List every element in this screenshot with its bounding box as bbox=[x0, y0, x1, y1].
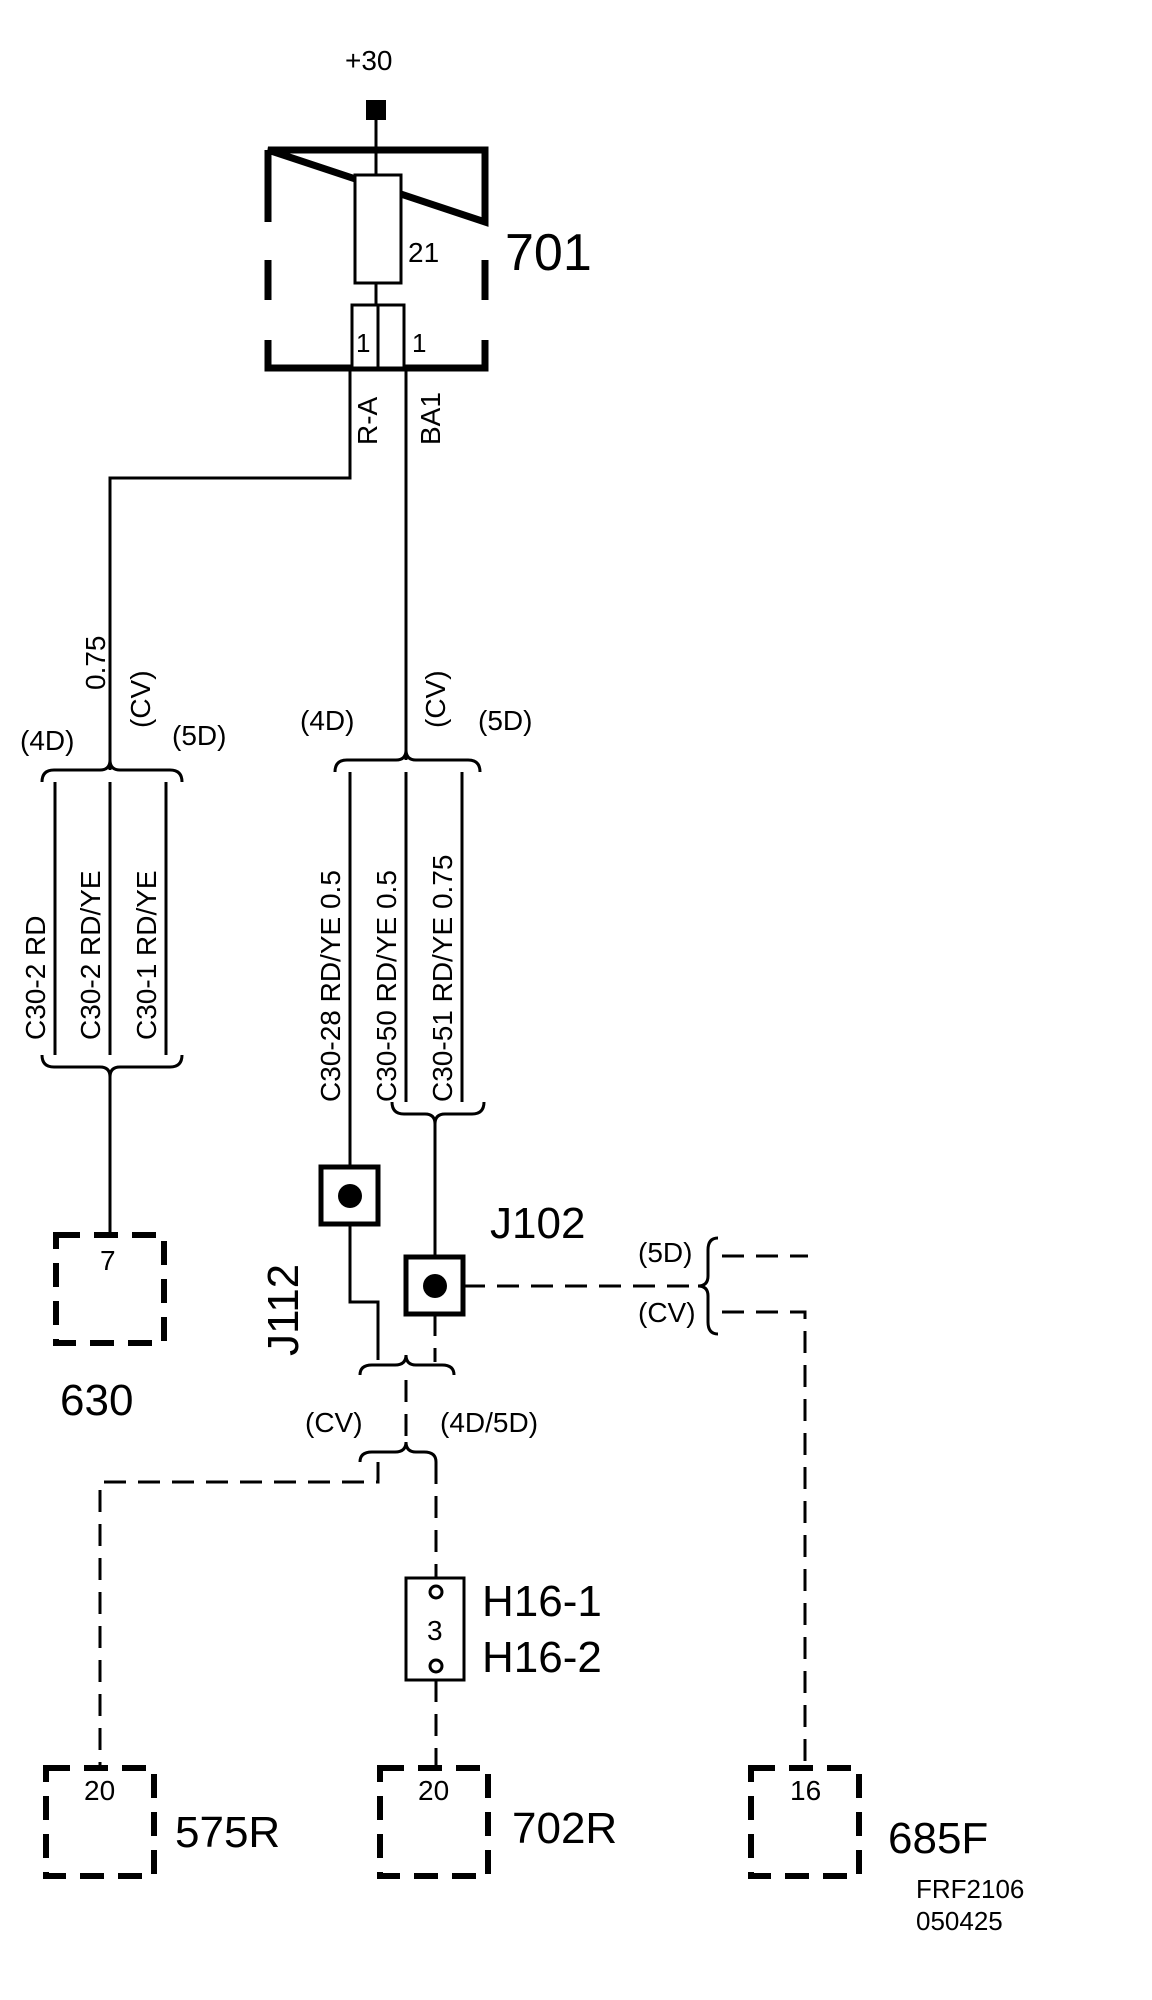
connector-h16-label-2: H16-2 bbox=[482, 1633, 602, 1682]
connector-h16-pin: 3 bbox=[427, 1615, 443, 1646]
connector-685f-pin: 16 bbox=[790, 1775, 821, 1806]
wire-to-575r bbox=[98, 1462, 380, 1765]
power-label: +30 bbox=[345, 45, 393, 76]
connector-575r-pin: 20 bbox=[84, 1775, 115, 1806]
left-wire-3: C30-1 RD/YE bbox=[131, 870, 162, 1040]
fuse-number: 21 bbox=[408, 237, 439, 268]
wire-r-a bbox=[108, 368, 352, 770]
fuse-box-id: 701 bbox=[505, 224, 592, 282]
splice-j112-label: J112 bbox=[259, 1264, 308, 1356]
right-wire-2: C30-50 RD/YE 0.5 bbox=[371, 870, 402, 1102]
left-brace-top bbox=[40, 759, 184, 783]
lower-variant-4d5d: (4D/5D) bbox=[440, 1407, 538, 1438]
right-wire-1: C30-28 RD/YE 0.5 bbox=[315, 870, 346, 1102]
right-brace-top bbox=[333, 749, 482, 773]
wire-label-left: R-A bbox=[352, 396, 383, 445]
j102-brace bbox=[697, 1236, 719, 1336]
left-brace-bottom bbox=[40, 1054, 184, 1078]
left-variant-4d: (4D) bbox=[20, 725, 74, 756]
connector-702r-box bbox=[377, 1765, 491, 1879]
right-variant-cv: (CV) bbox=[420, 670, 451, 728]
splice-j102-dot bbox=[423, 1274, 447, 1298]
reference-code: FRF2106 bbox=[916, 1874, 1024, 1904]
left-wire-2: C30-2 RD/YE bbox=[75, 870, 106, 1040]
wire-label-right: BA1 bbox=[415, 392, 446, 445]
lower-brace-top bbox=[358, 1354, 456, 1376]
j102-variant-cv: (CV) bbox=[638, 1297, 696, 1328]
connector-685f-box bbox=[748, 1765, 862, 1879]
connector-685f-id: 685F bbox=[888, 1814, 988, 1863]
left-variant-5d: (5D) bbox=[172, 720, 226, 751]
j102-variant-5d: (5D) bbox=[638, 1237, 692, 1268]
left-wire-1: C30-2 RD bbox=[20, 916, 51, 1040]
connector-575r-box bbox=[43, 1765, 157, 1879]
fuse-element bbox=[353, 173, 403, 285]
connector-702r-pin: 20 bbox=[418, 1775, 449, 1806]
fuse-pin-right: 1 bbox=[412, 328, 426, 358]
wire-to-685f bbox=[722, 1310, 807, 1765]
left-wire-size: 0.75 bbox=[80, 636, 111, 691]
right-variant-4d: (4D) bbox=[300, 705, 354, 736]
right-wire-3: C30-51 RD/YE 0.75 bbox=[427, 855, 458, 1102]
connector-702r-id: 702R bbox=[512, 1804, 617, 1853]
reference-date: 050425 bbox=[916, 1906, 1003, 1936]
j112-out-wire bbox=[348, 1224, 380, 1360]
fuse-pin-left: 1 bbox=[356, 328, 370, 358]
right-variant-5d: (5D) bbox=[478, 705, 532, 736]
connector-630-id: 630 bbox=[60, 1376, 133, 1425]
fuse-box-701 bbox=[264, 146, 489, 372]
splice-j102-label: J102 bbox=[490, 1199, 585, 1248]
right-brace-bottom bbox=[390, 1101, 486, 1125]
power-terminal bbox=[366, 100, 386, 120]
connector-630-box bbox=[53, 1232, 167, 1346]
left-variant-cv: (CV) bbox=[125, 670, 156, 728]
lower-variant-cv: (CV) bbox=[305, 1407, 363, 1438]
connector-575r-id: 575R bbox=[175, 1808, 280, 1857]
splice-j112-dot bbox=[338, 1184, 362, 1208]
lower-brace-bottom bbox=[358, 1441, 438, 1463]
connector-h16-label-1: H16-1 bbox=[482, 1577, 602, 1626]
connector-630-pin: 7 bbox=[100, 1245, 116, 1276]
